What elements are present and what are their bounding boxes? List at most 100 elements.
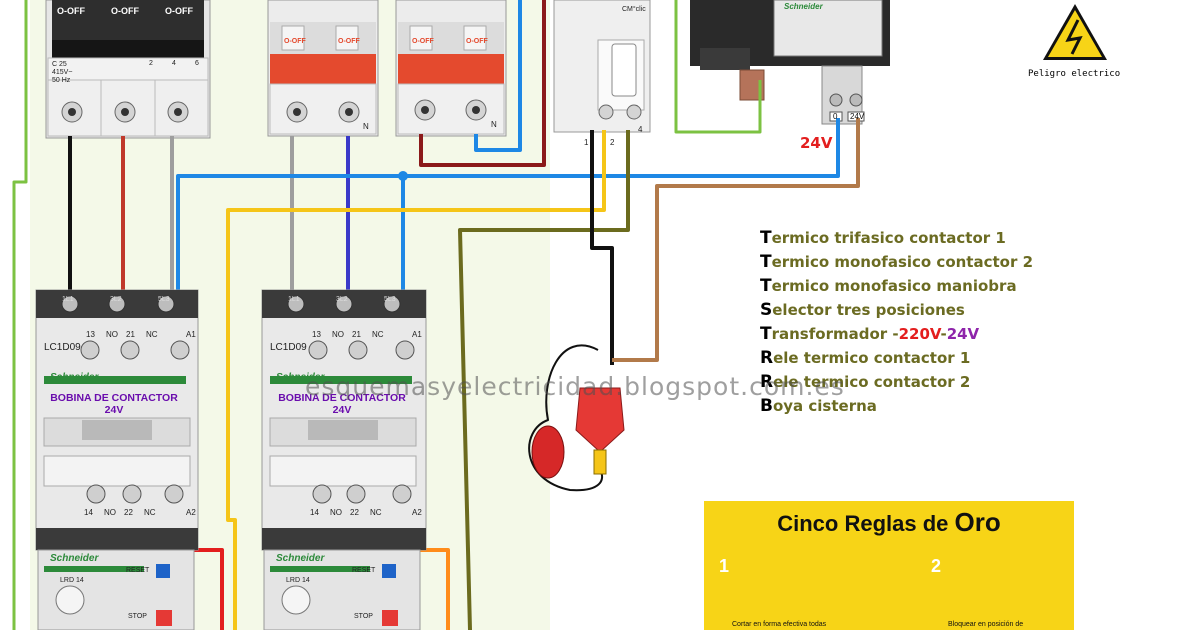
- contactor2-top-1: 1L1: [288, 296, 300, 303]
- breaker3-term-6: 6: [195, 60, 199, 67]
- contactor1-aux-no: NO: [106, 330, 118, 339]
- breaker2a-neutral: N: [363, 122, 369, 131]
- breaker3-rating: C 25: [52, 61, 67, 68]
- poster-title-d: Oro: [954, 507, 1001, 537]
- relay2-stop: STOP: [354, 613, 373, 620]
- electrical-hazard-sign: [1043, 4, 1107, 60]
- contactor2-model: LC1D09: [270, 342, 307, 353]
- legend-item-7: Rele termico contactor 2: [760, 372, 1090, 396]
- relay2-model: LRD 14: [286, 577, 310, 584]
- legend-item-2-text: ermico monofasico contactor 2: [771, 253, 1034, 271]
- component-legend: Termico trifasico contactor 1 Termico mo…: [760, 228, 1090, 420]
- selector-term-4: 4: [638, 125, 643, 134]
- two-pole-breaker-a: [267, 0, 379, 137]
- poster-title: Cinco Reglas de Oro: [704, 507, 1074, 538]
- danger-label: Peligro electrico: [1028, 69, 1121, 79]
- poster-step-2-caption: Bloquear en posición de: [948, 621, 1024, 628]
- legend-item-2-initial: T: [760, 252, 772, 272]
- transformer: [690, 0, 890, 125]
- breaker3-spec: 415V~: [52, 69, 73, 76]
- legend-item-7-text: ele termico contactor 2: [773, 373, 971, 391]
- legend-item-3-initial: T: [760, 276, 772, 296]
- relay2-brand: Schneider: [276, 553, 325, 564]
- breaker2b-label-2: O-OFF: [466, 38, 488, 45]
- contactor1-aux-nc: NC: [146, 330, 158, 339]
- poster-step-2-number: 2: [931, 556, 942, 576]
- contactor1-top-1: 1L1: [62, 296, 74, 303]
- breaker3-term-4: 4: [172, 60, 176, 67]
- contactor2-aux-nc2: NC: [370, 508, 382, 517]
- contactor2-top-3: 5L3: [384, 296, 396, 303]
- legend-item-2: Termico monofasico contactor 2: [760, 252, 1090, 276]
- contactor2-aux-a2: A2: [412, 508, 422, 517]
- contactor1-aux-a1: A1: [186, 330, 196, 339]
- breaker3-term-2: 2: [149, 60, 153, 67]
- legend-item-3-text: ermico monofasico maniobra: [771, 277, 1017, 295]
- legend-secondary-voltage: 24V: [946, 325, 980, 343]
- legend-item-6: Rele termico contactor 1: [760, 348, 1090, 372]
- poster-step-1-caption: Cortar en forma efectiva todas: [732, 621, 827, 628]
- contactor1-aux-a2: A2: [186, 508, 196, 517]
- legend-item-5-text: ransformador -: [771, 325, 899, 343]
- breaker2a-label-2: O-OFF: [338, 38, 360, 45]
- thermal-relay-1: [37, 549, 195, 630]
- legend-item-4-initial: S: [760, 300, 773, 320]
- contactor2-coil-voltage: 24V: [332, 404, 352, 416]
- wires: [12, 0, 860, 630]
- transformer-brand: Schneider: [784, 2, 823, 11]
- contactor-2: [261, 289, 427, 551]
- relay2-reset: RESET: [352, 567, 376, 574]
- legend-primary-voltage: 220V: [898, 325, 941, 343]
- contactor1-coil: BOBINA DE CONTACTOR 24V: [34, 392, 194, 416]
- contactor-1: [35, 289, 199, 551]
- contactor2-aux-13: 13: [312, 330, 321, 339]
- contactor1-aux-no2: NO: [104, 508, 116, 517]
- contactor2-aux-a1: A1: [412, 330, 422, 339]
- contactor1-model: LC1D09: [44, 342, 81, 353]
- contactor1-coil-label: BOBINA DE CONTACTOR: [50, 392, 178, 404]
- breaker3-freq: 50 Hz: [52, 77, 71, 84]
- contactor2-aux-14: 14: [310, 508, 319, 517]
- contactor1-aux-21: 21: [126, 330, 135, 339]
- contactor2-aux-nc: NC: [372, 330, 384, 339]
- legend-item-4-text: elector tres posiciones: [772, 301, 965, 319]
- contactor2-aux-21: 21: [352, 330, 361, 339]
- contactor1-aux-13: 13: [86, 330, 95, 339]
- relay1-model: LRD 14: [60, 577, 84, 584]
- contactor1-coil-voltage: 24V: [104, 404, 124, 416]
- selector-switch: [553, 0, 651, 133]
- contactor1-aux-14: 14: [84, 508, 93, 517]
- legend-item-4: Selector tres posiciones: [760, 300, 1090, 324]
- contactor1-aux-nc2: NC: [144, 508, 156, 517]
- poster-step-1-number: 1: [719, 556, 730, 576]
- contactor2-brand: Schneider: [276, 372, 325, 383]
- breaker3-label-1: O-OFF: [57, 6, 85, 16]
- legend-item-8-text: oya cisterna: [772, 397, 877, 415]
- selector-term-1: 1: [584, 138, 589, 147]
- contactor2-top-2: 3L2: [336, 296, 348, 303]
- legend-item-7-initial: R: [760, 372, 774, 392]
- poster-title-a: Cinco: [777, 511, 845, 536]
- contactor1-top-2: 3L2: [110, 296, 122, 303]
- contactor1-brand: Schneider: [50, 372, 99, 383]
- breaker2a-label-1: O-OFF: [284, 38, 306, 45]
- breaker3-label-2: O-OFF: [111, 6, 139, 16]
- contactor2-aux-no: NO: [332, 330, 344, 339]
- legend-voltage-sep: -: [940, 325, 947, 343]
- poster-title-b: Reglas: [844, 511, 923, 536]
- blog-watermark: esquemasyelectricidad.blogspot.com.es: [305, 372, 845, 401]
- breaker2b-label-1: O-OFF: [412, 38, 434, 45]
- thermal-relay-2: [263, 549, 421, 630]
- legend-item-3: Termico monofasico maniobra: [760, 276, 1090, 300]
- legend-item-5-initial: T: [760, 324, 772, 344]
- legend-item-6-initial: R: [760, 348, 774, 368]
- selector-term-2: 2: [610, 138, 615, 147]
- legend-item-8-initial: B: [760, 396, 773, 416]
- legend-item-1-text: ermico trifasico contactor 1: [771, 229, 1006, 247]
- legend-item-1-initial: T: [760, 228, 772, 248]
- golden-rules-poster: Cinco Reglas de Oro 1 2 Cortar en forma …: [704, 501, 1074, 630]
- secondary-voltage-label: 24V: [800, 134, 833, 152]
- legend-item-8: Boya cisterna: [760, 396, 1090, 420]
- legend-item-5: Transformador -220V-24V: [760, 324, 1090, 348]
